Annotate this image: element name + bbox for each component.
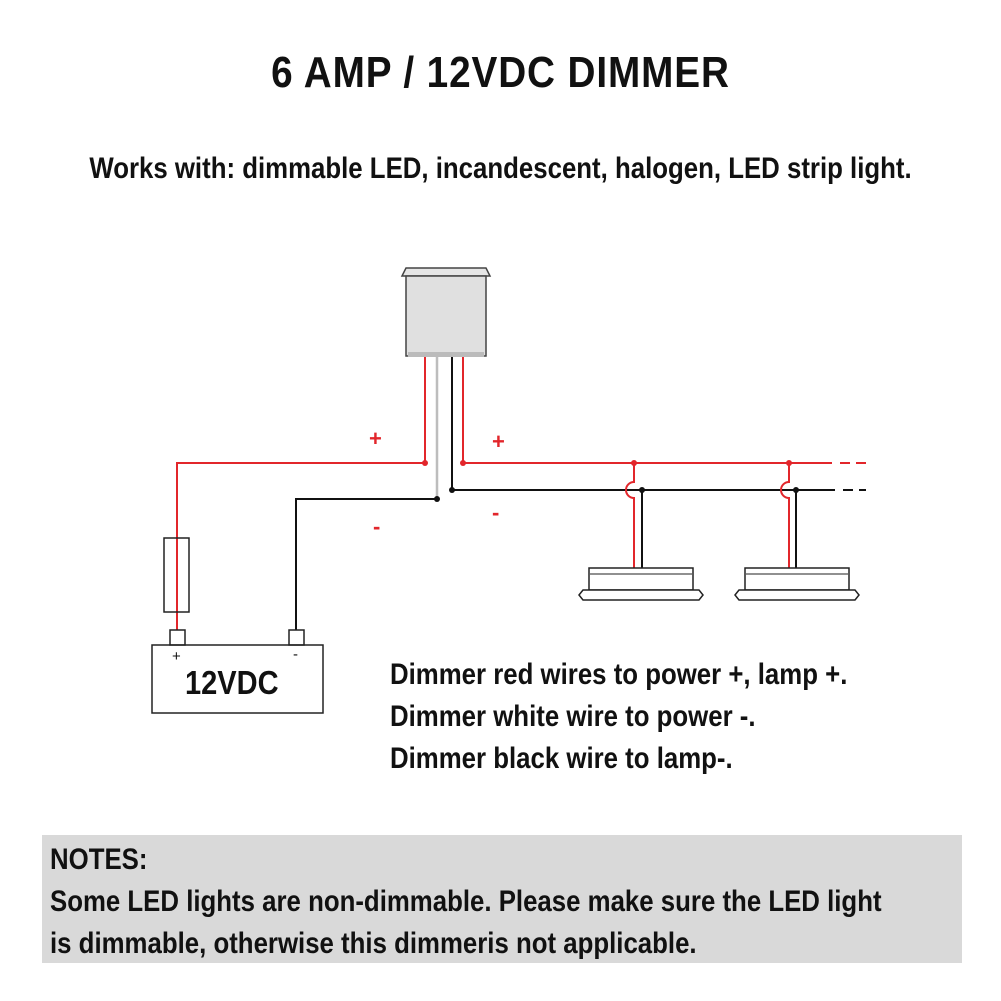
lamp-icon (578, 460, 704, 601)
notes-line: is dimmable, otherwise this dimmeris not… (50, 927, 697, 960)
negative-sign: - (492, 500, 500, 525)
page-title: 6 AMP / 12VDC DIMMER (271, 48, 730, 97)
battery-label: 12VDC (185, 664, 279, 701)
battery-plus-label: + (172, 648, 181, 665)
negative-sign: - (373, 514, 381, 539)
dimmer-switch-icon (400, 267, 492, 357)
instruction-line: Dimmer white wire to power -. (390, 700, 756, 733)
battery-icon (151, 629, 324, 714)
notes-heading: NOTES: (50, 843, 148, 876)
fuse-icon (163, 537, 190, 613)
positive-sign: + (492, 429, 505, 454)
wiring-instructions: Dimmer red wires to power +, lamp +. Dim… (390, 654, 847, 780)
notes-line: Some LED lights are non-dimmable. Please… (50, 885, 882, 918)
lamp-icon (734, 460, 860, 601)
positive-sign: + (369, 426, 382, 451)
battery-minus-label: - (293, 646, 298, 663)
compatibility-subtitle: Works with: dimmable LED, incandescent, … (89, 152, 912, 185)
instruction-line: Dimmer red wires to power +, lamp +. (390, 658, 848, 691)
instruction-line: Dimmer black wire to lamp-. (390, 742, 733, 775)
notes-box: NOTES: Some LED lights are non-dimmable.… (42, 835, 962, 963)
